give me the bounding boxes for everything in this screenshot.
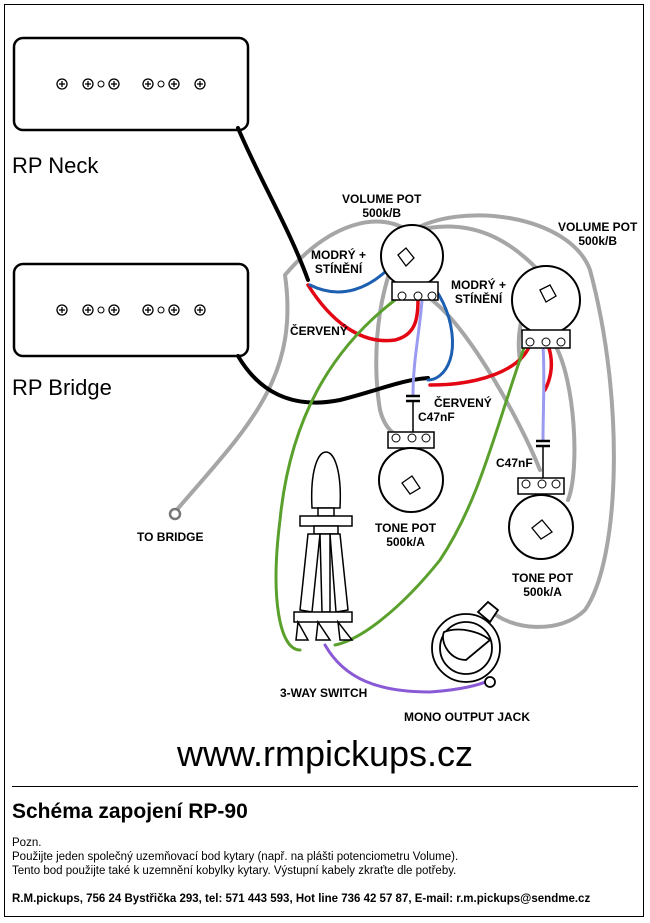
website-url: www.rmpickups.cz xyxy=(176,733,474,774)
volume-neck-value: 500k/B xyxy=(362,206,402,220)
tone-pot-bridge xyxy=(508,477,574,560)
switch-label: 3-WAY SWITCH xyxy=(280,686,368,700)
note-line-3: Tento bod použijte také k uzemnění kobyl… xyxy=(12,865,457,877)
volume-bridge-name: VOLUME POT xyxy=(558,220,638,234)
tone-bridge-value: 500k/A xyxy=(523,585,562,599)
modry-bridge-line1: MODRÝ + xyxy=(451,278,507,292)
bridge-pickup-label: RP Bridge xyxy=(12,375,112,400)
purple-output-wire xyxy=(323,643,492,694)
cerveny-label-bridge: ČERVENÝ xyxy=(434,396,492,410)
note-block: Pozn. Použijte jeden společný uzemňovací… xyxy=(12,836,458,878)
to-bridge-label: TO BRIDGE xyxy=(137,530,204,544)
tone-pot-neck xyxy=(378,431,444,513)
separator-line xyxy=(12,786,638,787)
red-wires xyxy=(306,283,554,392)
capacitor-neck xyxy=(406,394,420,432)
neck-pickup xyxy=(12,36,250,132)
neck-pickup-label: RP Neck xyxy=(12,153,99,178)
tone-bridge-label: TONE POT 500k/A xyxy=(512,571,573,599)
tone-neck-label: TONE POT 500k/A xyxy=(375,521,436,549)
volume-pot-bridge xyxy=(511,265,581,349)
volume-bridge-label: VOLUME POT 500k/B xyxy=(558,220,637,248)
note-line-2: Použijte jeden společný uzemňovací bod k… xyxy=(12,851,459,863)
modry-neck-line1: MODRÝ + xyxy=(311,248,367,262)
page-title: Schéma zapojení RP-90 xyxy=(12,800,248,823)
modry-label-bridge: MODRÝ + STÍNĚNÍ xyxy=(451,278,506,306)
page-border xyxy=(4,4,644,917)
volume-neck-label: VOLUME POT 500k/B xyxy=(342,192,421,220)
green-wires xyxy=(274,298,527,652)
cap-neck-label: C47nF xyxy=(418,410,455,424)
capacitor-bridge xyxy=(536,439,550,478)
cap-bridge-label: C47nF xyxy=(496,456,533,470)
cap-wires xyxy=(411,298,546,442)
tone-neck-value: 500k/A xyxy=(386,535,425,549)
volume-bridge-value: 500k/B xyxy=(578,234,618,248)
volume-pot-neck xyxy=(380,224,444,301)
footer-contact: R.M.pickups, 756 24 Bystřička 293, tel: … xyxy=(12,893,591,905)
modry-label-neck: MODRÝ + STÍNĚNÍ xyxy=(311,248,366,276)
three-way-switch xyxy=(293,451,354,641)
jack-label: MONO OUTPUT JACK xyxy=(404,710,530,724)
tone-neck-name: TONE POT xyxy=(375,521,437,535)
pickup-leads xyxy=(236,126,430,405)
tone-bridge-name: TONE POT xyxy=(512,571,574,585)
note-line-1: Pozn. xyxy=(12,837,42,849)
modry-bridge-line2: STÍNĚNÍ xyxy=(454,292,503,306)
mono-output-jack xyxy=(431,600,501,688)
cerveny-label-neck: ČERVENÝ xyxy=(290,324,348,338)
modry-neck-line2: STÍNĚNÍ xyxy=(314,262,363,276)
volume-neck-name: VOLUME POT xyxy=(342,192,422,206)
bridge-ground-ring xyxy=(168,507,182,521)
bridge-pickup xyxy=(12,262,250,358)
